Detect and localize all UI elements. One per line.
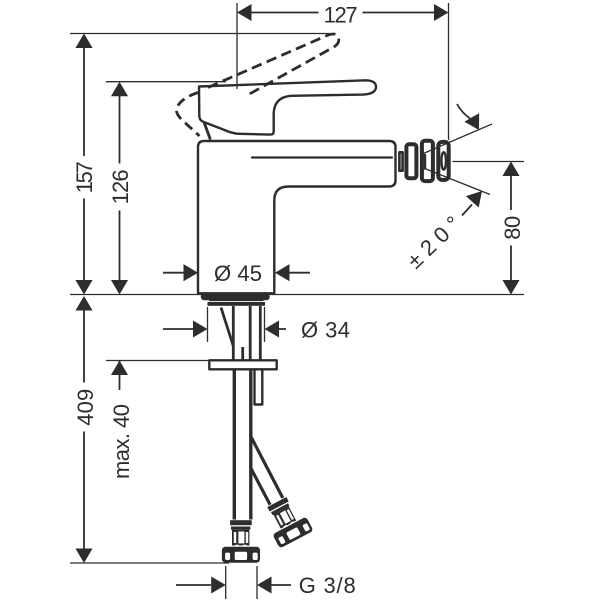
svg-text:Ø 34: Ø 34: [301, 318, 350, 343]
svg-text:409: 409: [73, 389, 98, 426]
svg-text:126: 126: [108, 169, 133, 204]
svg-text:127: 127: [324, 2, 358, 27]
svg-text:157: 157: [72, 161, 97, 193]
svg-text:max. 40: max. 40: [109, 404, 134, 479]
svg-text:Ø 45: Ø 45: [214, 261, 262, 286]
svg-text:G 3/8: G 3/8: [299, 573, 356, 598]
svg-text:80: 80: [500, 216, 525, 240]
